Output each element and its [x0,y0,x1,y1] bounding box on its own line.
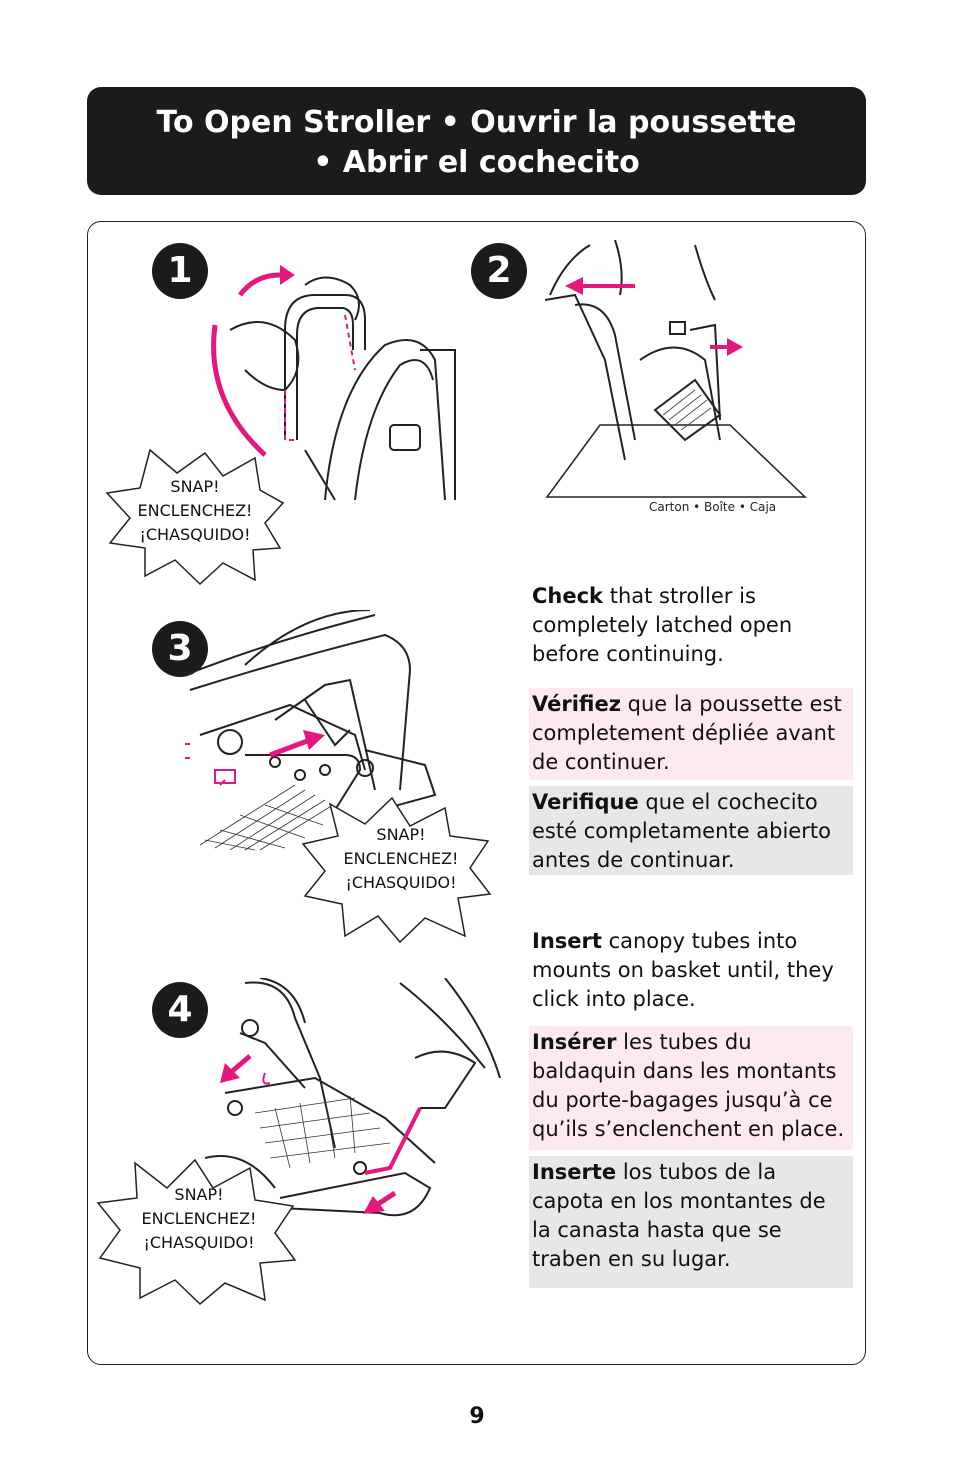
check-instruction-fr: Vérifiez que la poussette est completeme… [529,688,853,780]
page-number: 9 [469,1404,485,1429]
step-3-snap-text: SNAP! ENCLENCHEZ! ¡CHASQUIDO! [343,825,459,892]
step-3-snap-burst [301,796,492,944]
title-line-1: To Open Stroller • Ouvrir la poussette [156,105,797,140]
step-1-illustration [211,265,456,501]
step-4-illustration [205,978,501,1217]
step-1-snap-burst [105,448,285,586]
carton-caption: Carton • Boîte • Caja [649,500,777,514]
title-line-2: • Abrir el cochecito [313,145,640,180]
insert-instruction-en: Insert canopy tubes into mounts on baske… [532,929,834,1011]
step-2-illustration [545,240,807,498]
step-3-illustration [185,610,437,851]
insert-instruction-fr: Insérer les tubes du baldaquin dans les … [529,1026,853,1150]
step-3-badge: 3 [152,621,208,677]
step-2-badge: 2 [471,243,527,299]
step-1-badge: 1 [152,243,208,299]
step-4-badge: 4 [152,982,208,1038]
page-title-banner: To Open Stroller • Ouvrir la poussette •… [87,87,866,195]
instructions-frame [87,221,866,1365]
step-4-snap-text: SNAP! ENCLENCHEZ! ¡CHASQUIDO! [141,1185,257,1252]
step-4-snap-burst [96,1158,297,1306]
step-1-snap-text: SNAP! ENCLENCHEZ! ¡CHASQUIDO! [137,477,253,544]
check-instruction-es: Verifique que el cochecito esté completa… [529,786,853,875]
insert-instruction-es: Inserte los tubos de la capota en los mo… [529,1156,853,1288]
check-instruction-en: Check that stroller is completely latche… [532,584,793,666]
